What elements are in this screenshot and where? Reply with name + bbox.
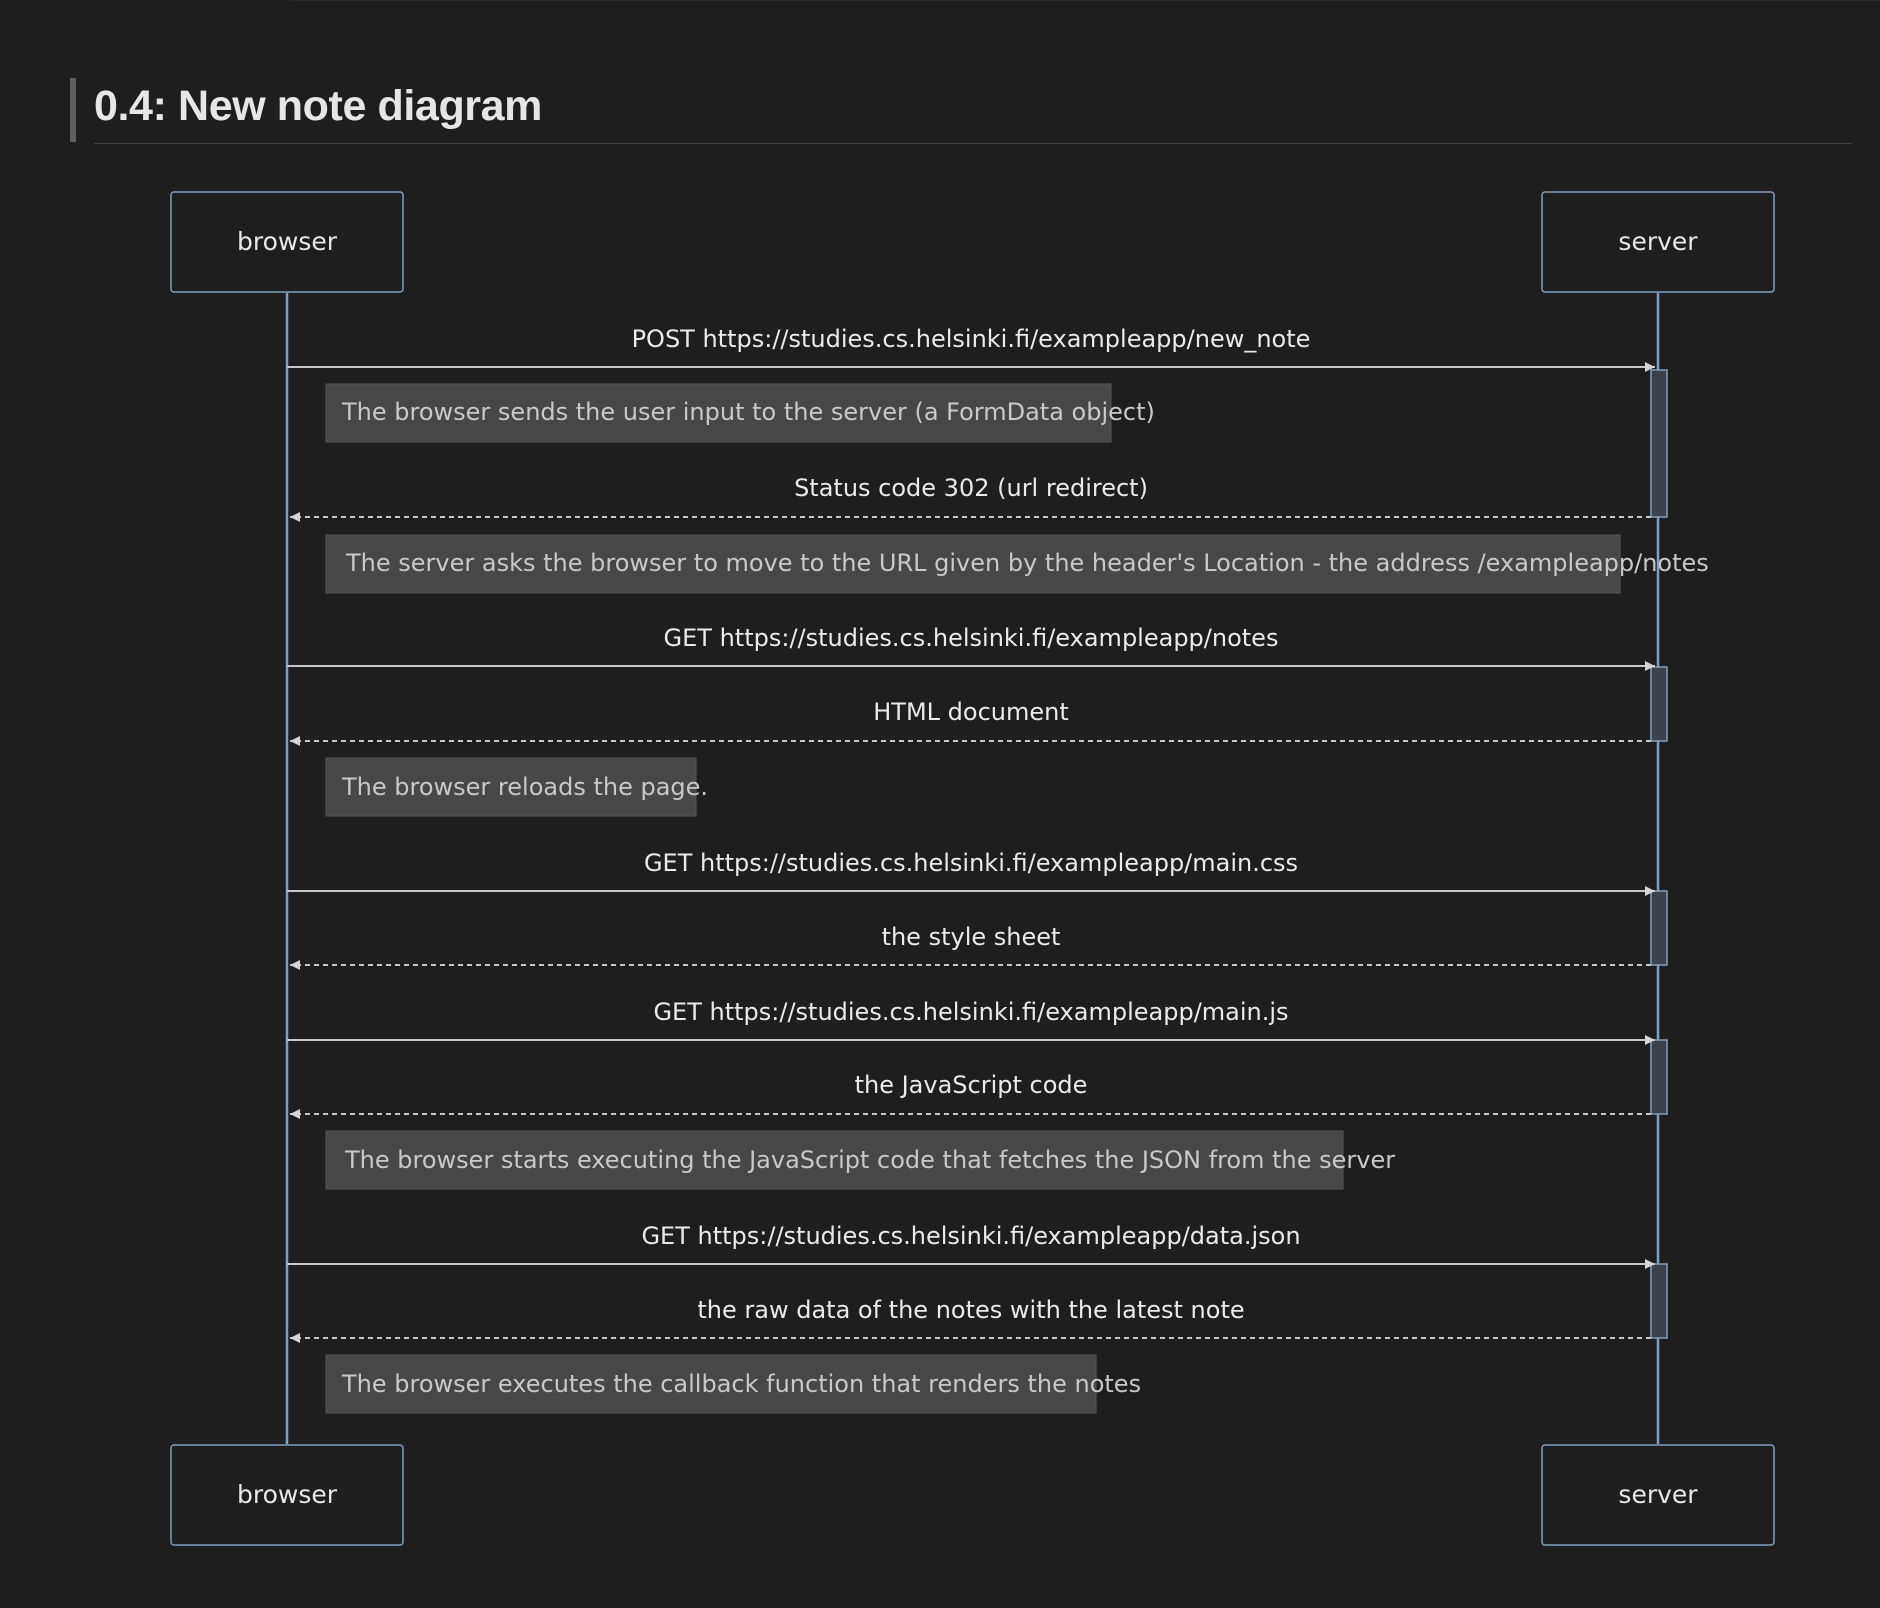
message-post-new-note: POST https://studies.cs.helsinki.fi/exam… <box>287 325 1655 372</box>
activation-server <box>1650 890 1668 966</box>
message-get-notes: GET https://studies.cs.helsinki.fi/examp… <box>287 624 1655 671</box>
message-label: the raw data of the notes with the lates… <box>697 1296 1244 1324</box>
activation-server <box>1650 1263 1668 1339</box>
note-callback: The browser executes the callback functi… <box>325 1354 1141 1414</box>
message-status-302: Status code 302 (url redirect) <box>290 474 1651 522</box>
message-label: the JavaScript code <box>855 1071 1088 1099</box>
message-get-data-json: GET https://studies.cs.helsinki.fi/examp… <box>287 1222 1655 1269</box>
note-text: The browser executes the callback functi… <box>341 1370 1141 1398</box>
note-redirect: The server asks the browser to move to t… <box>325 534 1709 594</box>
actor-label: server <box>1618 1480 1698 1509</box>
message-label: the style sheet <box>882 923 1061 951</box>
message-label: GET https://studies.cs.helsinki.fi/examp… <box>664 624 1279 652</box>
note-reload: The browser reloads the page. <box>325 757 708 817</box>
message-label: Status code 302 (url redirect) <box>794 474 1148 502</box>
message-label: GET https://studies.cs.helsinki.fi/examp… <box>653 998 1288 1026</box>
message-javascript-code: the JavaScript code <box>290 1071 1651 1119</box>
actor-browser-bottom: browser <box>170 1444 404 1546</box>
actor-label: browser <box>237 227 338 256</box>
page-title: 0.4: New note diagram <box>94 82 542 130</box>
activation-server <box>1650 1039 1668 1115</box>
title-underline <box>94 143 1852 144</box>
activation-server <box>1650 369 1668 518</box>
message-raw-data: the raw data of the notes with the lates… <box>290 1296 1651 1343</box>
message-get-main-js: GET https://studies.cs.helsinki.fi/examp… <box>287 998 1655 1045</box>
message-html-document: HTML document <box>290 698 1651 746</box>
actor-server-bottom: server <box>1541 1444 1775 1546</box>
actor-label: server <box>1618 227 1698 256</box>
top-divider <box>290 0 1880 1</box>
note-text: The server asks the browser to move to t… <box>345 549 1709 577</box>
note-text: The browser sends the user input to the … <box>341 398 1155 426</box>
actor-label: browser <box>237 1480 338 1509</box>
note-text: The browser reloads the page. <box>341 773 708 801</box>
message-label: POST https://studies.cs.helsinki.fi/exam… <box>632 325 1311 353</box>
message-label: GET https://studies.cs.helsinki.fi/examp… <box>641 1222 1300 1250</box>
note-form-data: The browser sends the user input to the … <box>325 383 1155 443</box>
message-label: GET https://studies.cs.helsinki.fi/examp… <box>644 849 1298 877</box>
note-text: The browser starts executing the JavaScr… <box>344 1146 1395 1174</box>
actor-server-top: server <box>1541 191 1775 293</box>
heading-accent-bar <box>70 78 76 142</box>
actor-browser-top: browser <box>170 191 404 293</box>
message-get-main-css: GET https://studies.cs.helsinki.fi/examp… <box>287 849 1655 896</box>
message-label: HTML document <box>873 698 1069 726</box>
note-executing-js: The browser starts executing the JavaScr… <box>325 1130 1395 1190</box>
activation-server <box>1650 666 1668 742</box>
message-style-sheet: the style sheet <box>290 923 1651 970</box>
